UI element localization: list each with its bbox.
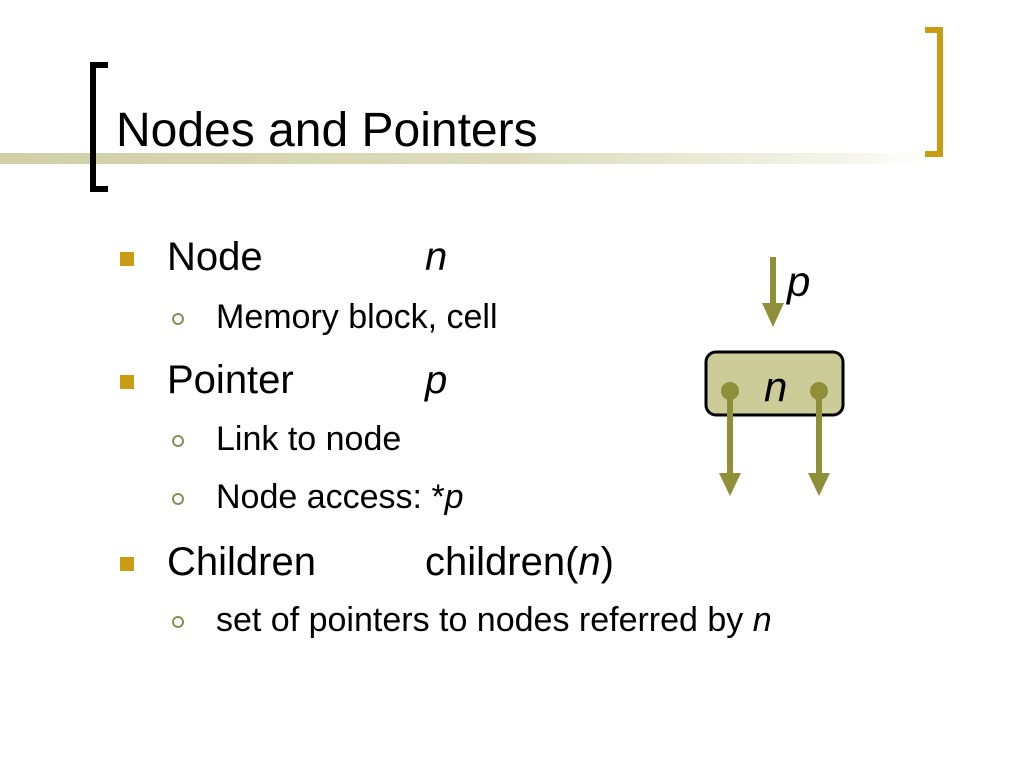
symbol-n: n bbox=[425, 235, 448, 279]
sub-item-text: Node access: *p bbox=[216, 477, 464, 517]
pointer-label: p bbox=[787, 258, 811, 305]
symbol-italic: n bbox=[578, 540, 601, 584]
sub-bullet-circle bbox=[172, 493, 184, 505]
slide-title: Nodes and Pointers bbox=[116, 104, 538, 157]
left-bracket-decoration bbox=[90, 62, 108, 192]
term-children: Children bbox=[167, 540, 316, 584]
child-pointer-right bbox=[808, 382, 830, 496]
sub-item-plain: set of pointers to nodes referred by bbox=[216, 601, 753, 639]
sub-item-plain: Node access: * bbox=[216, 478, 445, 516]
sub-item-text: Memory block, cell bbox=[216, 298, 498, 336]
sub-item-text: Link to node bbox=[216, 420, 402, 458]
term-pointer: Pointer bbox=[167, 358, 294, 402]
term-node: Node bbox=[167, 235, 263, 279]
symbol-p: p bbox=[425, 358, 448, 402]
sub-bullet-circle bbox=[172, 435, 184, 447]
sub-item-text: set of pointers to nodes referred by n bbox=[216, 600, 772, 640]
node-box bbox=[704, 350, 845, 417]
child-pointer-left bbox=[719, 382, 741, 496]
symbol-prefix: children( bbox=[425, 540, 579, 584]
title-underline bbox=[0, 153, 930, 164]
bullet-square bbox=[120, 375, 134, 389]
sub-item-italic: p bbox=[444, 478, 464, 516]
node-label: n bbox=[764, 363, 788, 410]
symbol-children: children(n) bbox=[425, 539, 614, 585]
bullet-square bbox=[120, 557, 134, 571]
pointer-arrow bbox=[762, 257, 784, 327]
right-bracket-decoration bbox=[925, 27, 943, 157]
bullet-square bbox=[120, 252, 134, 266]
sub-bullet-circle bbox=[172, 313, 184, 325]
symbol-suffix: ) bbox=[600, 540, 614, 584]
sub-bullet-circle bbox=[172, 616, 184, 628]
sub-item-italic: n bbox=[752, 601, 772, 639]
